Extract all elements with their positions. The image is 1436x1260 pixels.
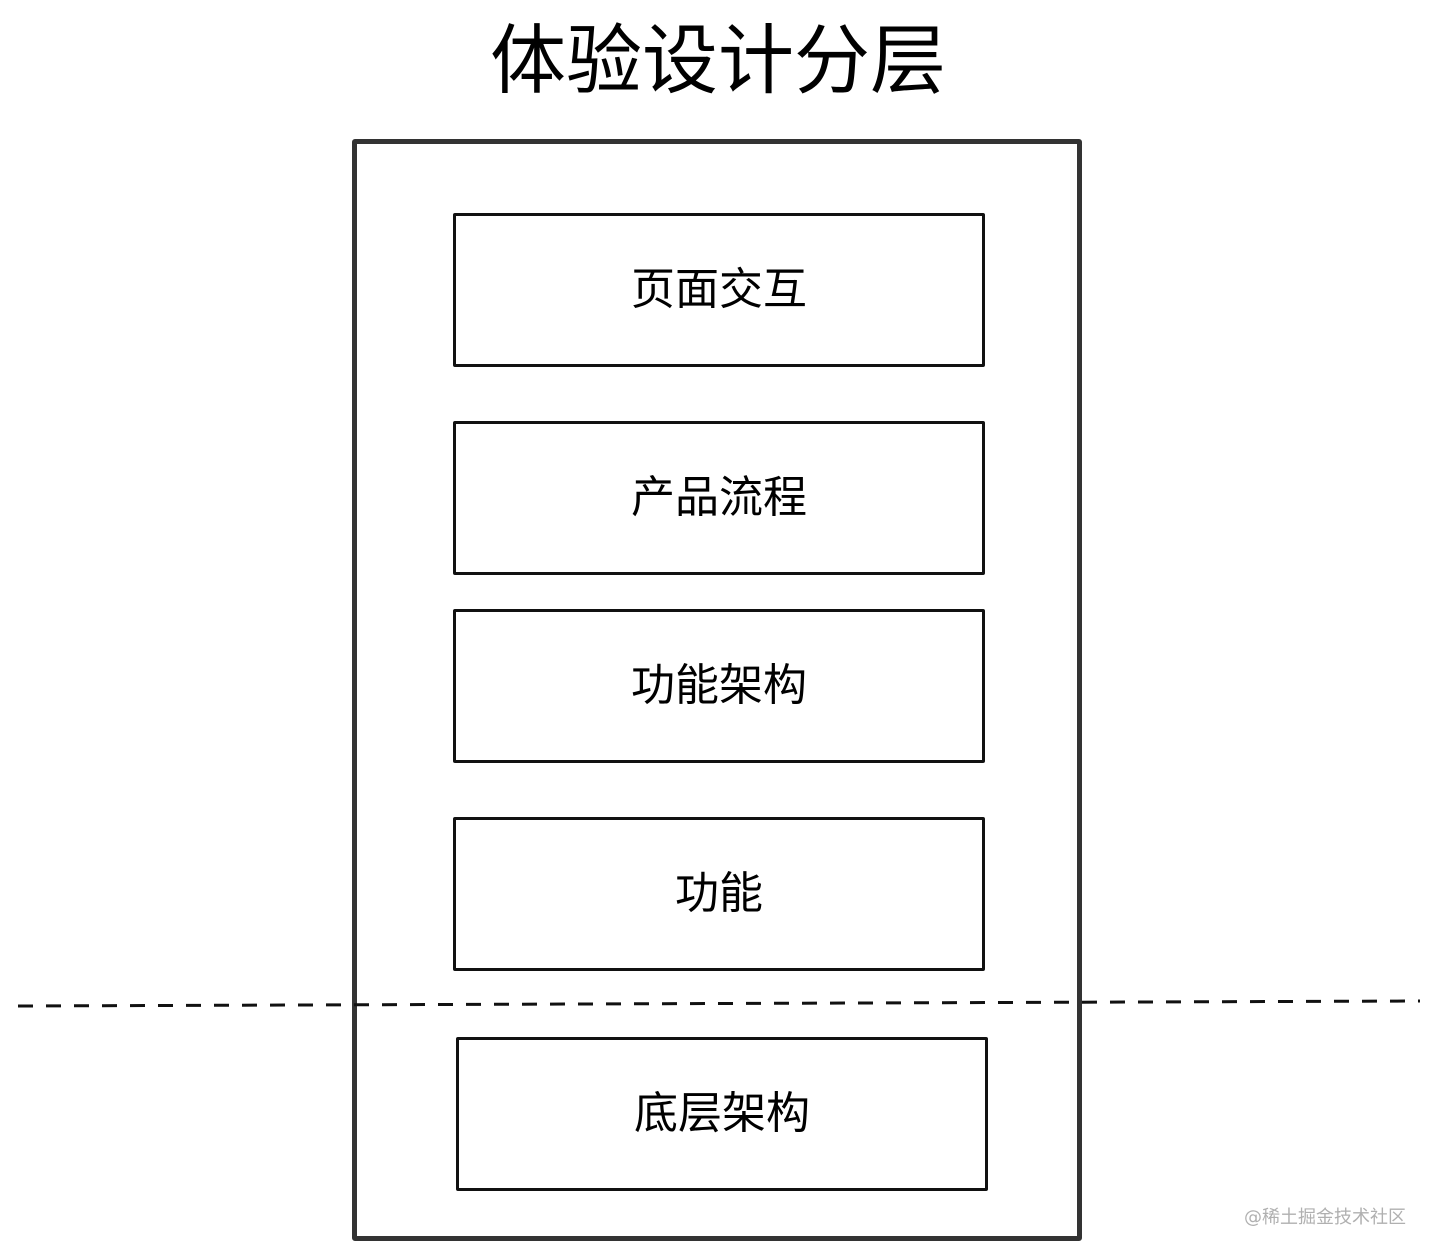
layer-label: 功能: [675, 868, 763, 919]
outer-frame: [352, 139, 1082, 1241]
layer-box-function: 功能: [453, 817, 985, 971]
layer-label: 底层架构: [634, 1088, 810, 1139]
diagram-title: 体验设计分层: [490, 16, 946, 105]
dashed-divider-line: [17, 999, 1421, 1008]
watermark: @稀土掘金技术社区: [1244, 1207, 1406, 1228]
layer-label: 页面交互: [631, 264, 807, 315]
layer-label: 产品流程: [631, 472, 807, 523]
layer-label: 功能架构: [631, 660, 807, 711]
layer-box-function-architecture: 功能架构: [453, 609, 985, 763]
layer-box-infrastructure: 底层架构: [456, 1037, 988, 1191]
layer-box-product-flow: 产品流程: [453, 421, 985, 575]
layer-box-page-interaction: 页面交互: [453, 213, 985, 367]
